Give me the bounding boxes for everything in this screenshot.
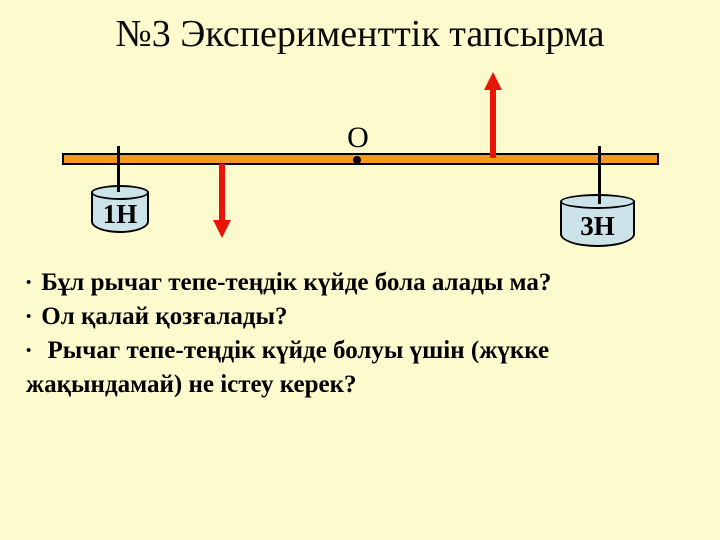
upward-force-arrow-head-icon bbox=[484, 72, 502, 90]
left-weight-label: 1Н bbox=[102, 199, 138, 229]
downward-force-arrow-head-icon bbox=[213, 220, 231, 238]
question-line-wrap: жақындамай) не істеу керек? bbox=[26, 368, 696, 401]
left-weight-cylinder: 1Н bbox=[91, 185, 149, 233]
right-weight-string bbox=[598, 146, 601, 204]
question-line: • Ол қалай қозғалады? bbox=[26, 300, 696, 334]
downward-force-arrow-shaft bbox=[219, 164, 225, 222]
right-weight-label: 3Н bbox=[580, 210, 615, 241]
upward-force-arrow-shaft bbox=[490, 88, 496, 158]
question-text: Бұл рычаг тепе-теңдік күйде бола алады м… bbox=[41, 269, 552, 296]
left-weight-string bbox=[117, 146, 120, 192]
left-weight-top bbox=[91, 185, 149, 200]
bullet-marker: • bbox=[26, 309, 32, 325]
right-weight-cylinder: 3Н bbox=[560, 194, 635, 247]
lever-diagram: О 1Н 3Н bbox=[0, 0, 720, 260]
left-weight-body bbox=[91, 192, 149, 233]
question-line: • Рычаг тепе-теңдік күйде болуы үшін (жү… bbox=[26, 334, 696, 368]
slide-title: №3 Эксперименттік тапсырма bbox=[115, 13, 605, 55]
pivot-label: О bbox=[347, 121, 369, 154]
pivot-dot bbox=[353, 156, 361, 164]
bullet-marker: • bbox=[26, 343, 32, 359]
questions-block: • Бұл рычаг тепе-теңдік күйде бола алады … bbox=[26, 266, 696, 401]
question-text: Рычаг тепе-теңдік күйде болуы үшін (жүкк… bbox=[41, 337, 550, 364]
right-weight-top bbox=[560, 194, 635, 209]
question-text: Ол қалай қозғалады? bbox=[41, 303, 288, 330]
bullet-marker: • bbox=[26, 275, 32, 291]
question-line: • Бұл рычаг тепе-теңдік күйде бола алады … bbox=[26, 266, 696, 300]
question-text: жақындамай) не істеу керек? bbox=[26, 371, 357, 398]
